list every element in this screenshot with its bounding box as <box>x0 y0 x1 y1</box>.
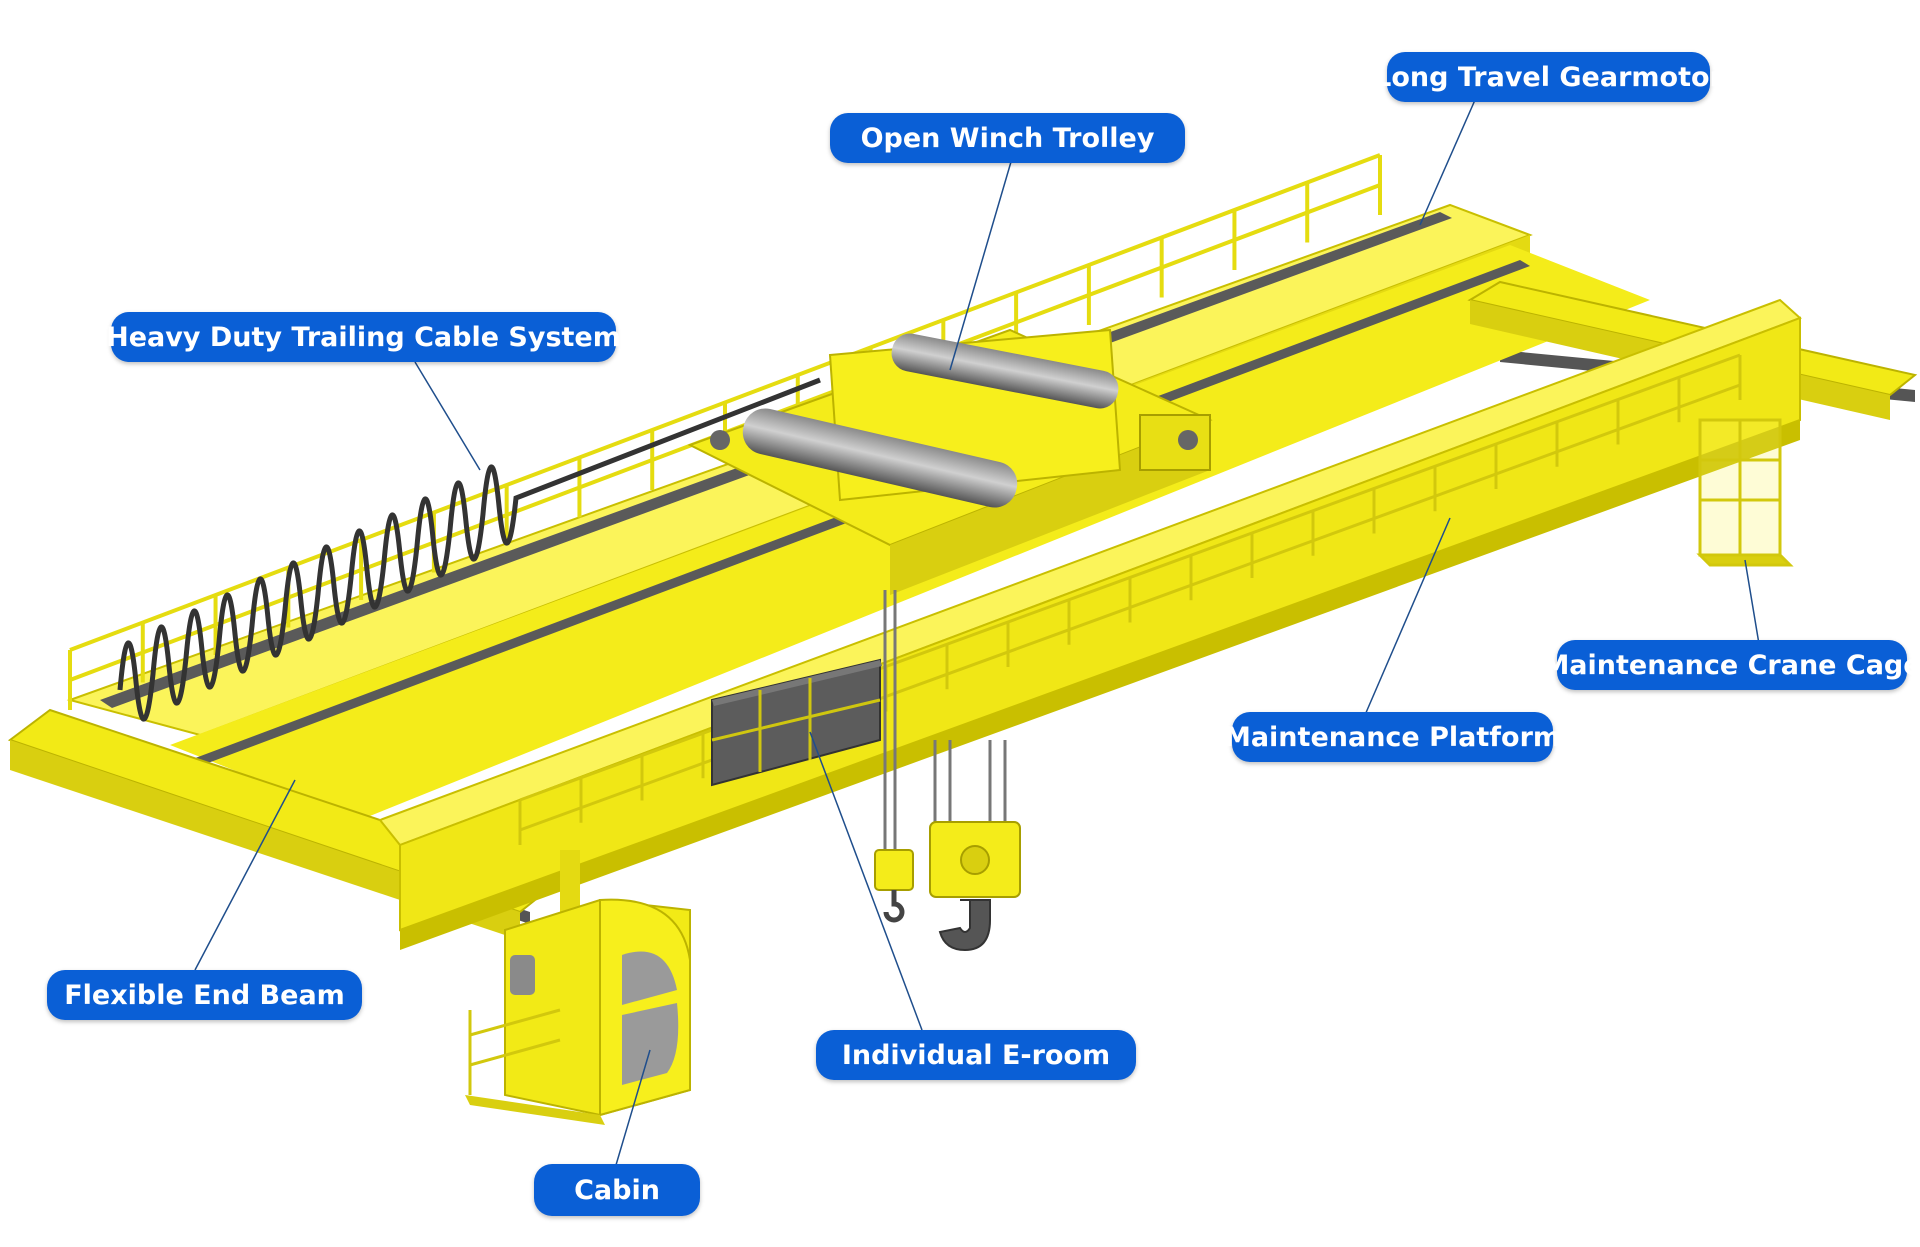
leader-lines <box>194 99 1761 1166</box>
callout-maintenance-crane-cage: Maintenance Crane Cage <box>1542 640 1920 690</box>
callout-maintenance-platform: Maintenance Platform <box>1224 712 1561 762</box>
hoist-ropes <box>883 590 1007 860</box>
auxiliary-hook <box>874 849 914 923</box>
maintenance-crane-cage <box>1696 418 1794 567</box>
callout-trailing-cable-system: Heavy Duty Trailing Cable System <box>106 312 621 362</box>
callout-cabin: Cabin <box>534 1164 700 1216</box>
callout-individual-e-room: Individual E-room <box>816 1030 1136 1080</box>
callout-open-winch-trolley: Open Winch Trolley <box>830 113 1185 163</box>
callout-flexible-end-beam: Flexible End Beam <box>47 970 362 1020</box>
individual-e-room <box>711 658 882 787</box>
open-winch-trolley <box>687 328 1213 595</box>
callout-long-travel-gearmotor: Long Travel Gearmotor <box>1374 52 1723 102</box>
operator-cabin <box>465 850 691 1125</box>
main-hook <box>929 821 1021 952</box>
trailing-cable-loops <box>117 377 821 722</box>
